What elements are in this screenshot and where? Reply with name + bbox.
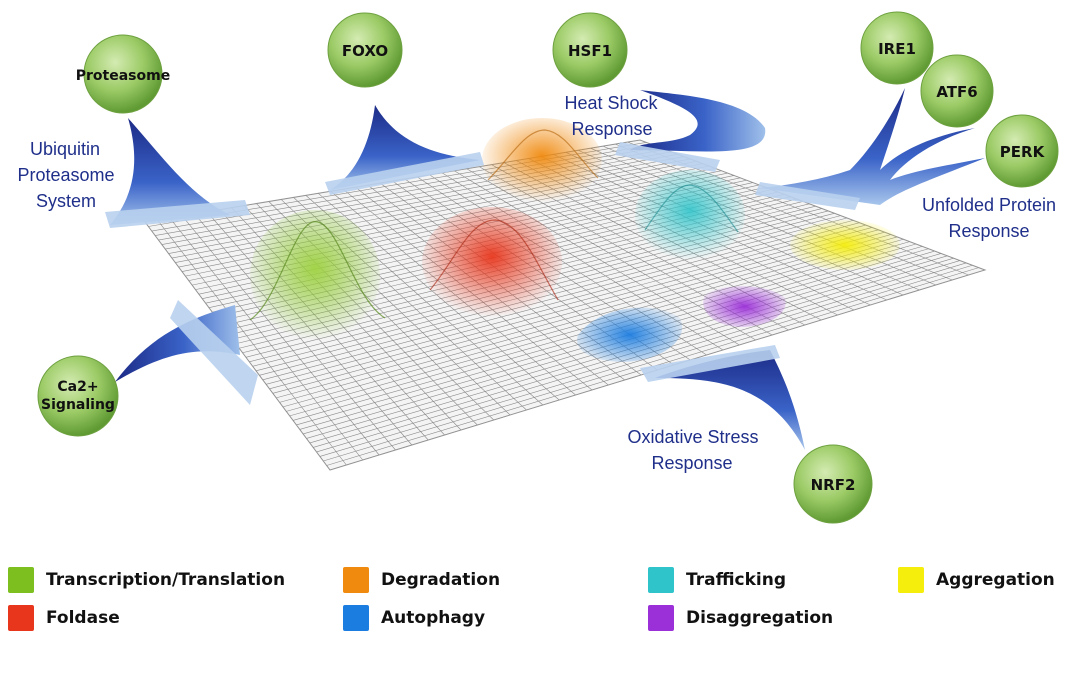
legend-label-autophagy: Autophagy bbox=[381, 608, 486, 628]
foxo-arrow bbox=[330, 105, 480, 190]
heat-shock-label-line1: Heat Shock bbox=[564, 93, 658, 113]
proteasome-label: Proteasome bbox=[76, 68, 170, 84]
legend-label-trafficking: Trafficking bbox=[686, 570, 787, 590]
ca2-arrow bbox=[115, 305, 240, 382]
legend-item-autophagy: Autophagy bbox=[343, 605, 485, 631]
transcription-translation-peak-outline bbox=[249, 221, 386, 321]
ca2-signaling-node: Ca2+ Signaling bbox=[37, 355, 119, 437]
legend-swatch-trafficking bbox=[648, 567, 674, 593]
degradation-peak-outline bbox=[487, 129, 599, 181]
landscape-features bbox=[249, 118, 900, 362]
legend-swatch-degradation bbox=[343, 567, 369, 593]
legend-swatch-transcription-translation bbox=[8, 567, 34, 593]
hsf1-node: HSF1 bbox=[552, 12, 628, 88]
upr-connector-bar bbox=[755, 182, 860, 210]
hsf1-arrow bbox=[630, 90, 766, 152]
foldase-peak bbox=[422, 207, 562, 317]
ups-label-line3: System bbox=[36, 191, 96, 211]
nrf2-arrow bbox=[655, 350, 805, 450]
oxidative-label-line2: Response bbox=[651, 453, 732, 473]
heat-shock-label-line2: Response bbox=[571, 119, 652, 139]
legend-item-transcription-translation: Transcription/Translation bbox=[8, 567, 285, 593]
ups-connector-bar bbox=[105, 200, 250, 228]
ca2-label-line1: Ca2+ bbox=[57, 379, 98, 395]
nrf2-node: NRF2 bbox=[793, 444, 873, 524]
foxo-node: FOXO bbox=[327, 12, 403, 88]
legend-label-aggregation: Aggregation bbox=[936, 570, 1055, 590]
legend-swatch-autophagy bbox=[343, 605, 369, 631]
ups-label-line1: Ubiquitin bbox=[30, 139, 100, 159]
upr-label-line2: Response bbox=[948, 221, 1029, 241]
pathway-labels: Ubiquitin Proteasome System Heat Shock R… bbox=[17, 93, 1056, 473]
degradation-peak bbox=[482, 118, 602, 202]
transcription-factor-nodes: Proteasome FOXO HSF1 IRE1 ATF6 PERK Ca2+… bbox=[37, 11, 1059, 524]
perk-node: PERK bbox=[985, 114, 1059, 188]
legend-label-degradation: Degradation bbox=[381, 570, 501, 590]
hsf1-connector-bar bbox=[615, 142, 720, 172]
autophagy-well bbox=[577, 307, 683, 362]
ca2-connector-bar bbox=[170, 300, 258, 405]
disaggregation-well bbox=[703, 286, 786, 328]
nrf2-label: NRF2 bbox=[811, 476, 856, 494]
oxidative-label-line1: Oxidative Stress bbox=[627, 427, 758, 447]
atf6-node: ATF6 bbox=[920, 54, 994, 128]
legend-swatch-aggregation bbox=[898, 567, 924, 593]
ups-label-line2: Proteasome bbox=[17, 165, 114, 185]
pathway-arrows bbox=[105, 88, 985, 450]
legend-item-aggregation: Aggregation bbox=[898, 567, 1055, 593]
upr-label-line1: Unfolded Protein bbox=[922, 195, 1056, 215]
hsf1-label: HSF1 bbox=[568, 42, 612, 60]
foxo-label: FOXO bbox=[342, 42, 388, 60]
trafficking-peak bbox=[635, 170, 745, 260]
nrf2-connector-bar bbox=[640, 345, 780, 382]
trafficking-peak-outline bbox=[644, 184, 739, 233]
ca2-label-line2: Signaling bbox=[41, 397, 115, 413]
ire1-label: IRE1 bbox=[878, 40, 916, 58]
perk-label: PERK bbox=[1000, 143, 1046, 161]
legend-item-disaggregation: Disaggregation bbox=[648, 605, 833, 631]
legend: Transcription/Translation Degradation Tr… bbox=[0, 555, 1080, 675]
legend-label-disaggregation: Disaggregation bbox=[686, 608, 834, 628]
legend-label-transcription-translation: Transcription/Translation bbox=[46, 570, 286, 590]
upr-arrow bbox=[760, 88, 985, 205]
proteasome-node: Proteasome bbox=[76, 34, 170, 114]
atf6-label: ATF6 bbox=[936, 83, 977, 101]
legend-swatch-disaggregation bbox=[648, 605, 674, 631]
legend-item-foldase: Foldase bbox=[8, 605, 120, 631]
foxo-connector-bar bbox=[325, 152, 484, 195]
foldase-peak-outline bbox=[429, 219, 559, 301]
aggregation-patch bbox=[790, 220, 900, 270]
transcription-translation-peak bbox=[250, 210, 380, 340]
ire1-node: IRE1 bbox=[860, 11, 934, 85]
proteasome-arrow bbox=[110, 118, 230, 225]
legend-item-degradation: Degradation bbox=[343, 567, 500, 593]
legend-swatch-foldase bbox=[8, 605, 34, 631]
legend-item-trafficking: Trafficking bbox=[648, 567, 786, 593]
legend-label-foldase: Foldase bbox=[46, 608, 120, 628]
